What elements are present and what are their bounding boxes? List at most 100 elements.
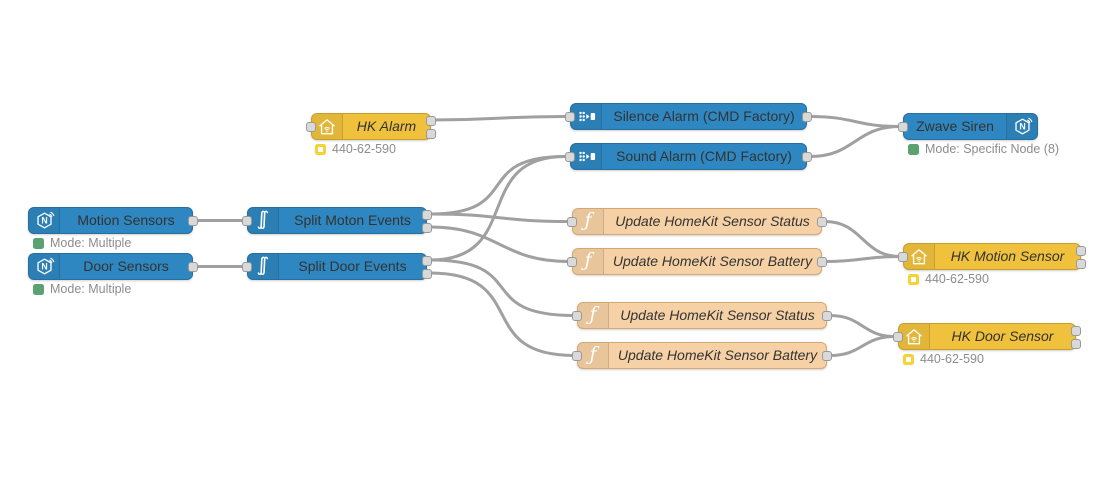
function-icon: ƒ: [573, 209, 604, 234]
output-port[interactable]: [802, 112, 812, 122]
output-port-1[interactable]: [422, 210, 432, 220]
node-label: Door Sensors: [83, 258, 169, 274]
split-icon: ∫∫: [248, 254, 279, 279]
node-motion-sensors[interactable]: N Motion Sensors: [28, 207, 198, 234]
node-label: Update HomeKit Sensor Battery: [617, 347, 818, 363]
wire-hkalarm-silence[interactable]: [429, 115, 567, 122]
input-port[interactable]: [572, 311, 582, 321]
svg-text:N: N: [41, 262, 47, 272]
homekit-icon: [312, 114, 343, 139]
input-port[interactable]: [306, 122, 316, 132]
node-status-motion-sensors: Mode: Multiple: [33, 236, 131, 250]
output-port-2[interactable]: [422, 223, 432, 233]
node-status-hk-motion-sensor: 440-62-590: [908, 272, 989, 286]
output-port[interactable]: [822, 351, 832, 361]
wire-silence-siren[interactable]: [808, 115, 902, 128]
output-port-1[interactable]: [1076, 246, 1086, 256]
input-port[interactable]: [242, 216, 252, 226]
input-port[interactable]: [572, 351, 582, 361]
node-status-door-sensors: Mode: Multiple: [33, 282, 131, 296]
output-port-2[interactable]: [1076, 259, 1086, 269]
wire-updbattm-hkmotion[interactable]: [823, 255, 902, 263]
node-label: Split Door Events: [298, 258, 407, 274]
node-label: HK Alarm: [356, 118, 417, 134]
wire-splitmoton-updstatus[interactable]: [428, 212, 571, 223]
node-split-moton-events[interactable]: ∫∫ Split Moton Events: [242, 207, 432, 234]
input-port[interactable]: [898, 252, 908, 262]
wire-splitdoor-sound[interactable]: [428, 155, 567, 262]
node-label: HK Motion Sensor: [950, 248, 1065, 264]
node-sound-alarm[interactable]: Sound Alarm (CMD Factory): [565, 143, 812, 170]
wire-updstatusd-hkdoor[interactable]: [828, 314, 897, 338]
homekit-icon: [904, 244, 935, 269]
function-icon: ƒ: [578, 343, 609, 368]
status-green-dot-icon: [33, 237, 44, 249]
node-hk-motion-sensor[interactable]: HK Motion Sensor: [898, 243, 1086, 270]
status-green-dot-icon: [33, 283, 44, 295]
node-update-motion-battery[interactable]: ƒ Update HomeKit Sensor Battery: [567, 248, 827, 275]
status-green-dot-icon: [908, 143, 919, 155]
node-label: Silence Alarm (CMD Factory): [613, 108, 795, 124]
output-port-1[interactable]: [1071, 326, 1081, 336]
node-hk-door-sensor[interactable]: HK Door Sensor: [893, 323, 1081, 350]
node-update-door-battery[interactable]: ƒ Update HomeKit Sensor Battery: [572, 342, 832, 369]
wire-splitmoton-sound[interactable]: [428, 155, 567, 216]
input-port[interactable]: [565, 112, 575, 122]
node-hk-alarm[interactable]: HK Alarm: [306, 113, 436, 140]
node-label: HK Door Sensor: [951, 328, 1054, 344]
output-port[interactable]: [817, 217, 827, 227]
status-yellow-ring-icon: [903, 353, 914, 365]
output-port-2[interactable]: [422, 269, 432, 279]
wire-updstatusm-hkmotion[interactable]: [823, 220, 902, 258]
output-port-1[interactable]: [426, 116, 436, 126]
split-icon: ∫∫: [248, 208, 279, 233]
status-yellow-ring-icon: [315, 143, 326, 155]
wire-splitmoton-updbatt[interactable]: [428, 225, 571, 263]
node-label: Update HomeKit Sensor Status: [620, 307, 815, 323]
wire-updbattd-hkdoor[interactable]: [828, 335, 897, 357]
input-port[interactable]: [893, 332, 903, 342]
output-port[interactable]: [817, 257, 827, 267]
svg-text:N: N: [1019, 122, 1025, 132]
node-label: Zwave Siren: [916, 118, 994, 134]
function-icon: ƒ: [578, 303, 609, 328]
node-door-sensors[interactable]: N Door Sensors: [28, 253, 198, 280]
node-update-motion-status[interactable]: ƒ Update HomeKit Sensor Status: [567, 208, 827, 235]
node-silence-alarm[interactable]: Silence Alarm (CMD Factory): [565, 103, 812, 130]
input-port[interactable]: [898, 122, 908, 132]
wire-sound-siren[interactable]: [808, 125, 902, 158]
zwave-icon: N: [1006, 114, 1037, 139]
output-port[interactable]: [802, 152, 812, 162]
zwave-icon: N: [29, 208, 60, 233]
input-port[interactable]: [567, 217, 577, 227]
node-status-hk-alarm: 440-62-590: [315, 142, 396, 156]
cmd-factory-icon: [571, 104, 602, 129]
homekit-icon: [899, 324, 930, 349]
input-port[interactable]: [567, 257, 577, 267]
wire-splitdoor-updbatt[interactable]: [428, 271, 576, 357]
status-yellow-ring-icon: [908, 273, 919, 285]
output-port-2[interactable]: [1071, 339, 1081, 349]
output-port-1[interactable]: [422, 256, 432, 266]
cmd-factory-icon: [571, 144, 602, 169]
node-label: Sound Alarm (CMD Factory): [616, 148, 792, 164]
node-label: Split Moton Events: [294, 212, 411, 228]
svg-text:N: N: [41, 216, 47, 226]
node-label: Update HomeKit Sensor Battery: [612, 253, 813, 269]
zwave-icon: N: [29, 254, 60, 279]
input-port[interactable]: [242, 262, 252, 272]
node-update-door-status[interactable]: ƒ Update HomeKit Sensor Status: [572, 302, 832, 329]
function-icon: ƒ: [573, 249, 604, 274]
output-port-2[interactable]: [426, 129, 436, 139]
node-label: Motion Sensors: [77, 212, 175, 228]
input-port[interactable]: [565, 152, 575, 162]
node-zwave-siren[interactable]: Zwave Siren N: [898, 113, 1038, 140]
output-port[interactable]: [822, 311, 832, 321]
output-port[interactable]: [188, 216, 198, 226]
output-port[interactable]: [188, 262, 198, 272]
wire-splitdoor-updstatus[interactable]: [428, 258, 576, 317]
node-status-hk-door-sensor: 440-62-590: [903, 352, 984, 366]
node-split-door-events[interactable]: ∫∫ Split Door Events: [242, 253, 432, 280]
